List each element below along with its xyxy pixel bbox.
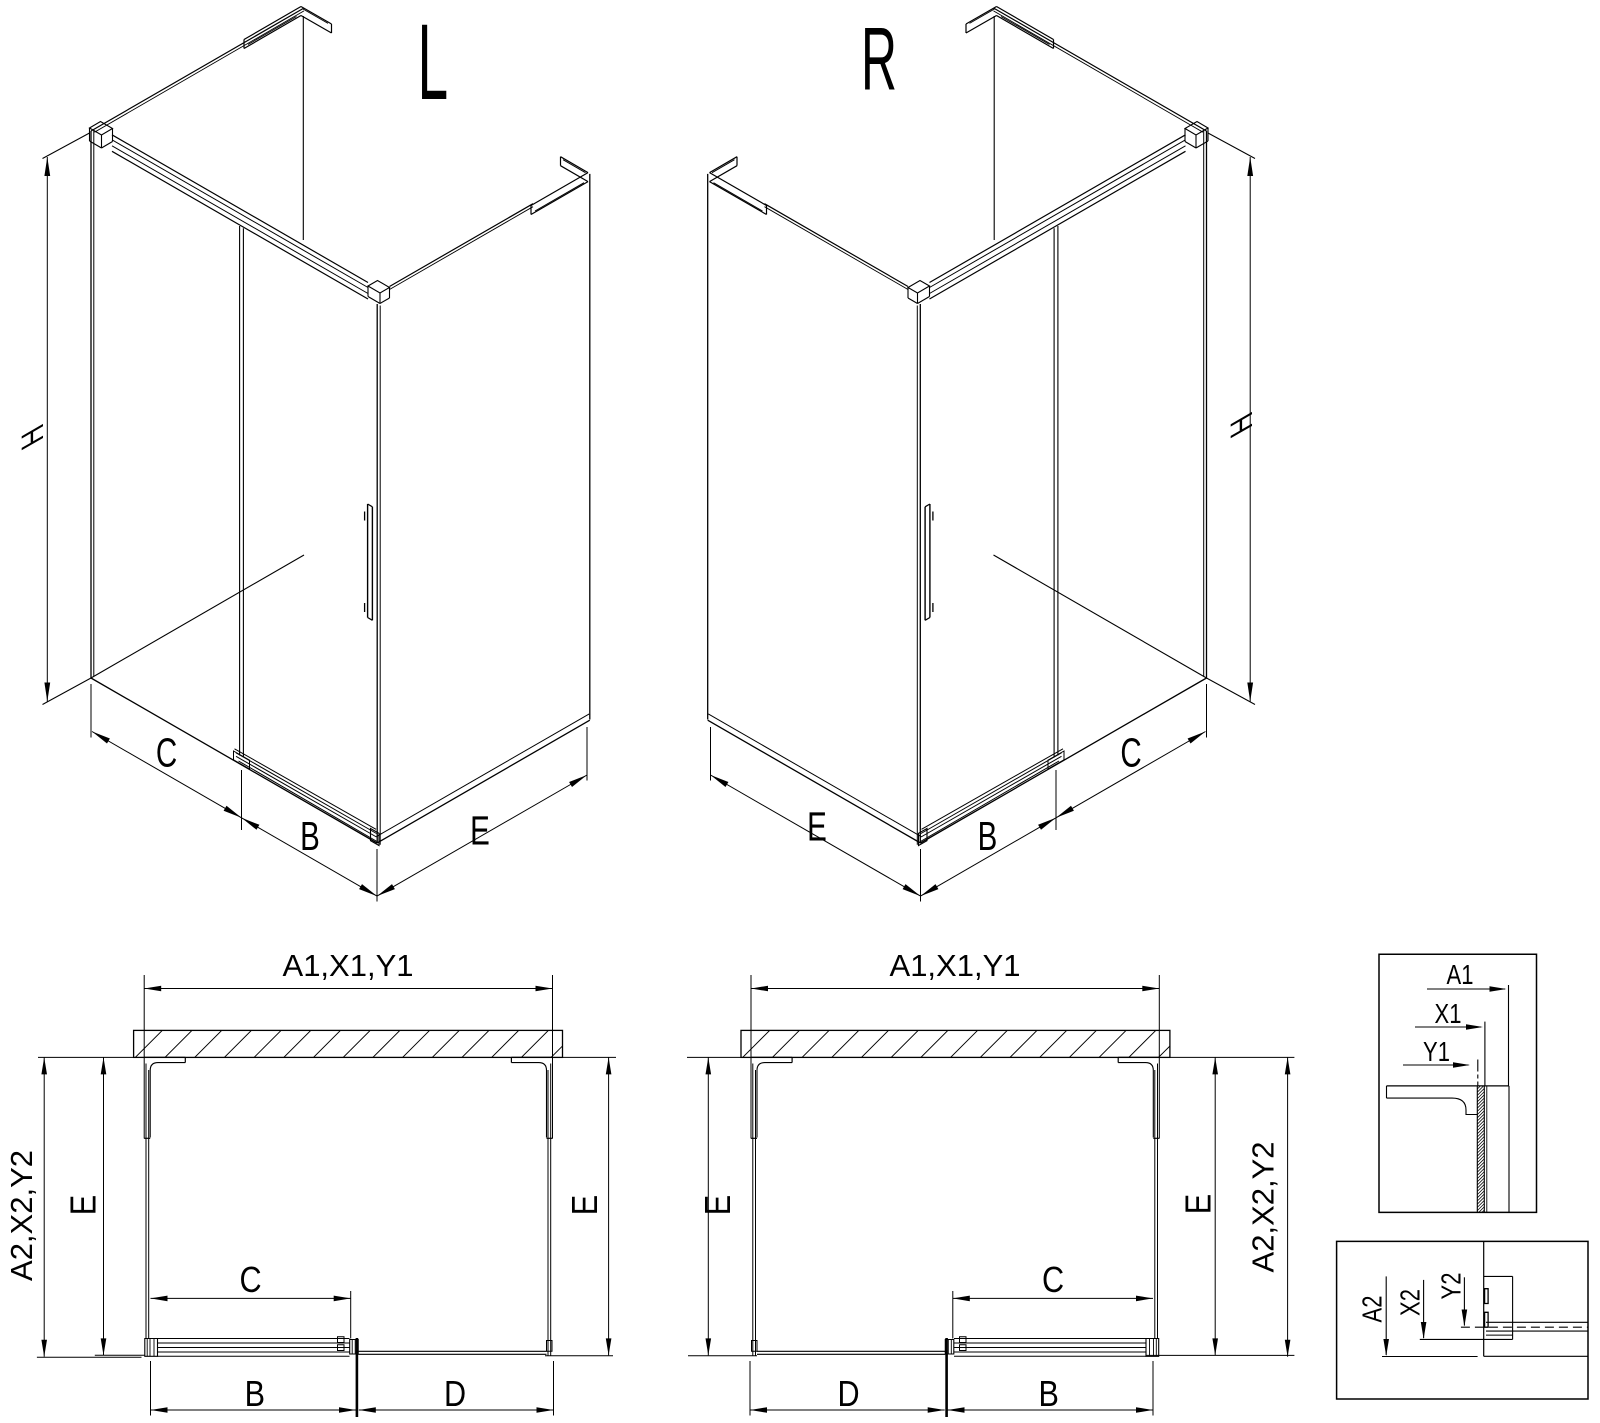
svg-text:E: E (699, 1195, 739, 1215)
svg-text:A1,X1,Y1: A1,X1,Y1 (890, 948, 1021, 983)
svg-text:C: C (239, 1261, 261, 1301)
svg-text:A1: A1 (1447, 960, 1474, 991)
svg-text:Y2: Y2 (1436, 1273, 1467, 1300)
svg-text:Y1: Y1 (1423, 1037, 1450, 1068)
svg-text:A2,X2,Y2: A2,X2,Y2 (4, 1150, 39, 1281)
svg-text:C: C (1120, 730, 1141, 776)
svg-text:B: B (978, 813, 998, 859)
svg-text:E: E (470, 808, 490, 854)
svg-text:X1: X1 (1435, 999, 1462, 1030)
svg-text:C: C (1042, 1261, 1064, 1301)
svg-text:A2: A2 (1357, 1296, 1388, 1323)
svg-text:L: L (417, 2, 448, 123)
svg-text:B: B (245, 1375, 265, 1415)
svg-text:C: C (156, 730, 177, 776)
svg-text:D: D (444, 1375, 466, 1415)
svg-text:E: E (807, 804, 827, 850)
svg-text:E: E (1179, 1194, 1219, 1214)
svg-text:B: B (1038, 1375, 1058, 1415)
svg-text:B: B (300, 813, 320, 859)
svg-text:D: D (837, 1375, 859, 1415)
svg-text:A2,X2,Y2: A2,X2,Y2 (1246, 1142, 1281, 1273)
svg-text:E: E (566, 1195, 606, 1215)
svg-text:R: R (861, 11, 897, 110)
svg-text:E: E (64, 1195, 104, 1215)
svg-text:X2: X2 (1395, 1289, 1426, 1316)
svg-text:A1,X1,Y1: A1,X1,Y1 (283, 948, 414, 983)
